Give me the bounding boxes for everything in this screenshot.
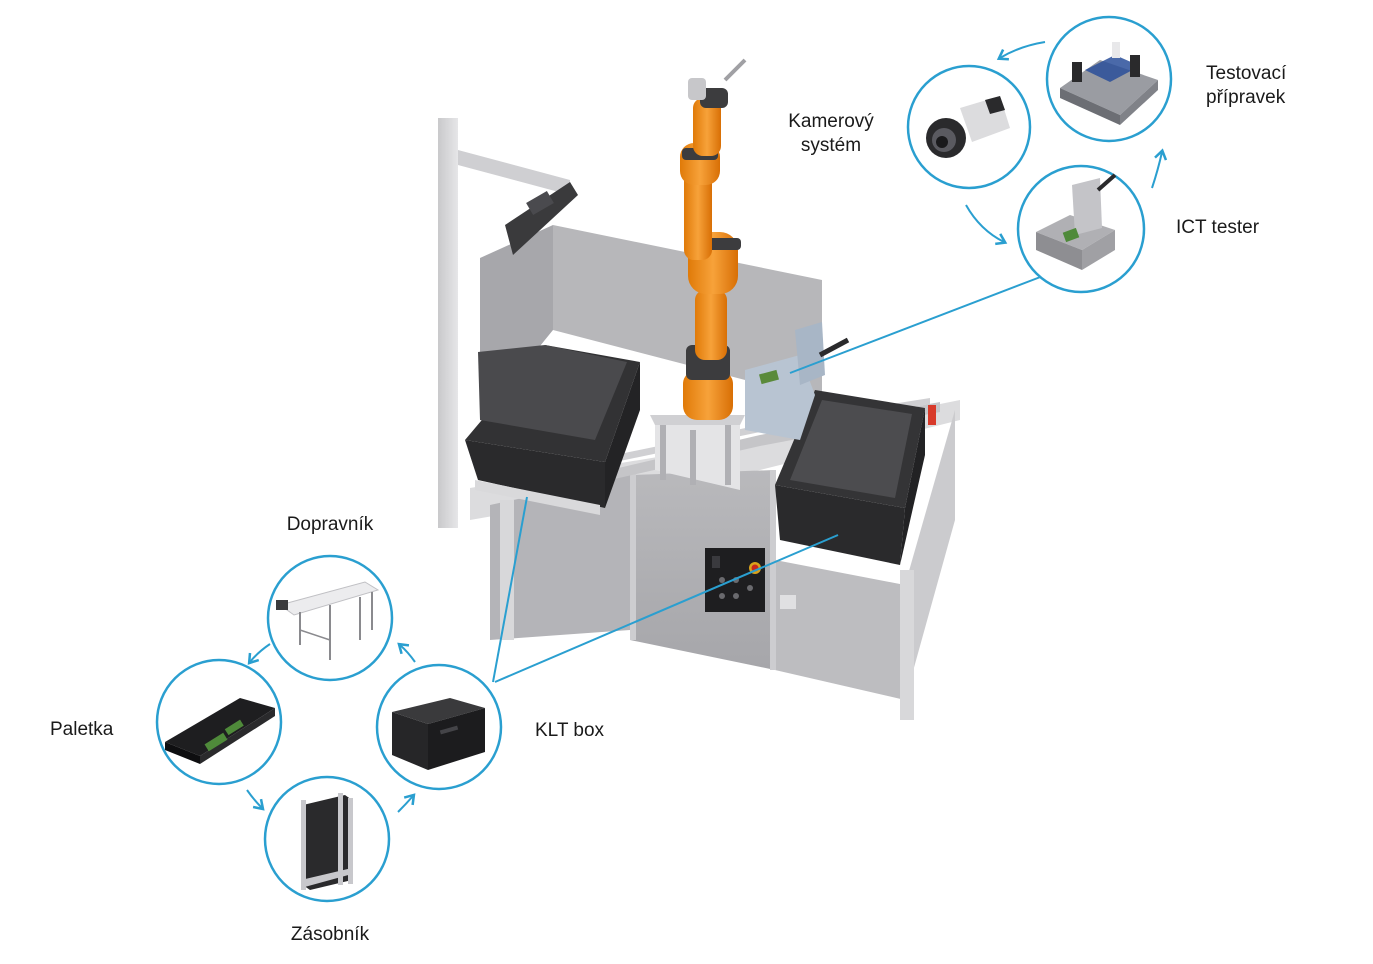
- arrow-ict-to-fixture: [1151, 148, 1168, 189]
- arrow-fixture-to-camera: [996, 41, 1046, 61]
- connector-ict: [789, 275, 1044, 374]
- cabinet-side: [905, 410, 955, 700]
- circle-testovaci-pripravek: [1045, 15, 1173, 143]
- klt-box-icon: [392, 698, 485, 770]
- arrow-camera-to-ict: [965, 204, 1008, 246]
- overhead-camera-icon: [505, 182, 578, 255]
- robot-pedestal: [650, 415, 745, 490]
- frame-arm: [458, 150, 570, 195]
- inspection-cycle: [906, 15, 1173, 294]
- test-fixture-icon: [1060, 42, 1158, 125]
- label-testovaci-pripravek: Testovací přípravek: [1206, 63, 1287, 108]
- connector-klt-left: [492, 496, 528, 683]
- robot-arm-icon: [680, 58, 747, 420]
- circle-ict-tester: [1016, 164, 1146, 294]
- arrow-zasobnik-to-klt: [397, 793, 416, 813]
- pallet-icon: [165, 698, 275, 764]
- control-panel: [705, 548, 765, 612]
- label-zasobnik: Zásobník: [290, 924, 370, 945]
- label-klt-box: KLT box: [535, 720, 605, 741]
- ict-tester-icon: [1036, 173, 1117, 270]
- cabinet-front-right: [775, 560, 905, 700]
- magazine-rack-icon: [301, 793, 353, 890]
- rear-panel: [553, 225, 822, 400]
- label-kamerovy-system: Kamerový systém: [788, 111, 874, 156]
- camera-icon: [926, 96, 1010, 158]
- connector-klt-right: [494, 534, 839, 683]
- circle-dopravnik: [266, 554, 394, 682]
- conveyor-icon: [276, 581, 380, 660]
- label-ict-tester: ICT tester: [1176, 217, 1260, 238]
- circle-zasobnik: [263, 775, 391, 903]
- label-paletka: Paletka: [50, 719, 114, 740]
- door-latch: [780, 595, 796, 609]
- logistics-cycle: [155, 554, 503, 903]
- circle-paletka: [155, 658, 283, 786]
- klt-box-right: [775, 390, 936, 565]
- cabinet-front-left: [490, 475, 630, 640]
- cabinet-front-center: [630, 470, 775, 670]
- klt-box-left: [465, 345, 640, 515]
- frame-post-left: [438, 118, 458, 528]
- robot-cell-machine: [438, 58, 960, 720]
- arrow-klt-to-dopravnik: [397, 642, 416, 663]
- arrow-paletka-to-zasobnik: [246, 789, 265, 811]
- connector-lines: [492, 275, 1044, 683]
- arrow-dopravnik-to-paletka: [247, 643, 271, 665]
- label-dopravnik: Dopravník: [286, 514, 374, 535]
- circle-klt-box: [375, 663, 503, 791]
- circle-kamerovy-system: [906, 64, 1032, 190]
